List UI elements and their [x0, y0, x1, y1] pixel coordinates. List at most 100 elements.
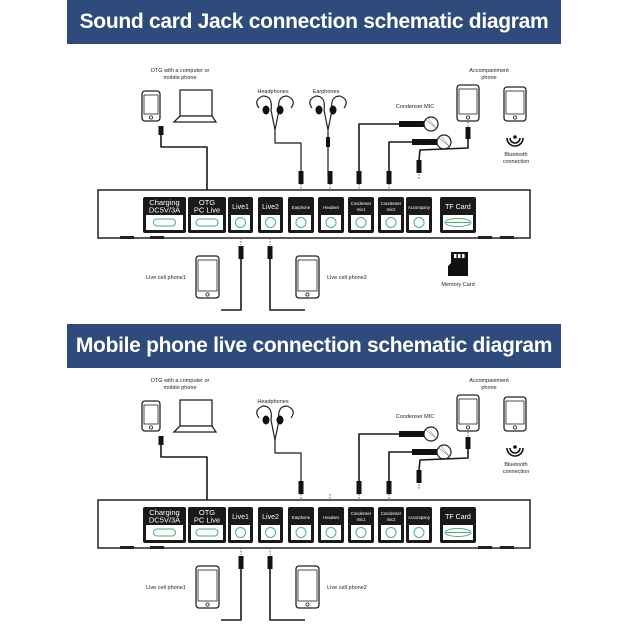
port-tf-card[interactable]: TF Card	[440, 507, 476, 543]
otg-label: mobile phone	[163, 75, 196, 81]
port-accompany[interactable]: Accompany	[406, 197, 432, 233]
phone-button	[148, 425, 153, 430]
jack-socket-icon	[265, 217, 276, 228]
port-socket-area	[381, 215, 401, 230]
live-phone1-icon	[195, 255, 220, 299]
port-label: Earphone	[292, 205, 311, 210]
phone-button	[513, 425, 518, 430]
earbud-left	[262, 105, 270, 115]
foot	[478, 546, 492, 549]
port-socket-area	[351, 215, 371, 230]
accompaniment-phone-icon	[456, 394, 480, 432]
headphones-icon	[256, 95, 294, 134]
live-phone2-label: Live cell phone2	[327, 275, 367, 281]
phone-screen	[297, 569, 318, 602]
phone-button	[205, 602, 210, 607]
accompaniment-label: phone	[481, 75, 496, 81]
accompaniment-label: Accompaniment	[469, 378, 509, 384]
port-earphone[interactable]: Earphone	[288, 197, 314, 233]
phone-button	[305, 602, 310, 607]
port-headset[interactable]: Headset	[318, 197, 344, 233]
port-live1[interactable]: Live1	[228, 197, 253, 233]
port-label: Charging	[149, 198, 179, 207]
otg-cable	[160, 445, 208, 500]
jack-plug	[356, 481, 362, 494]
live-phone1-label: Live cell phone1	[146, 275, 186, 281]
jack-plug	[465, 127, 471, 139]
jack-socket-icon	[413, 527, 425, 538]
port-socket-area	[291, 215, 311, 230]
foot	[150, 236, 164, 239]
jack-socket-icon	[355, 217, 367, 228]
inline-remote-icon	[326, 137, 330, 147]
phone-screen	[197, 569, 218, 602]
port-label: Condenser	[351, 511, 372, 516]
port-socket-area	[261, 215, 280, 230]
bluetooth-wave-icon	[506, 135, 524, 147]
phone-screen	[143, 94, 159, 115]
laptop-screen	[179, 89, 213, 117]
earbud-right	[276, 415, 284, 425]
laptop-base	[172, 425, 218, 433]
jack-plug	[298, 481, 304, 494]
wave-dot	[513, 135, 517, 139]
port-label: Live2	[262, 204, 279, 211]
jack-plug	[238, 556, 244, 569]
wave-arcs	[506, 137, 524, 147]
bluetooth-phone-icon	[503, 86, 527, 122]
phone-button	[148, 115, 153, 120]
condenser-mic-label: Condenser MIC	[396, 104, 435, 110]
live2-cable	[269, 569, 305, 621]
port-accompany[interactable]: Accompany	[406, 507, 432, 543]
accompaniment-cable	[418, 449, 469, 471]
bluetooth-label: Bluetooth	[504, 462, 527, 468]
port-label: Condenser	[381, 201, 402, 206]
laptop-base	[172, 115, 218, 123]
bluetooth-label: Bluetooth	[504, 152, 527, 158]
mic-handle	[412, 139, 438, 145]
port-socket-area	[351, 525, 371, 540]
otg-phone-icon	[141, 90, 161, 122]
earbud-cable-right	[327, 95, 347, 131]
otg-label: OTG with a computer or	[151, 68, 210, 74]
port-tf-card[interactable]: TF Card	[440, 197, 476, 233]
port-earphone[interactable]: Earphone	[288, 507, 314, 543]
earbud-cable-left	[256, 95, 276, 134]
port-live2[interactable]: Live2	[258, 197, 283, 233]
live2-cable	[269, 259, 305, 311]
jack-plug	[267, 556, 273, 569]
mic1-cable	[358, 123, 399, 175]
port-label: Accompany	[408, 205, 431, 210]
port-live2[interactable]: Live2	[258, 507, 283, 543]
port-label: TF Card	[445, 514, 471, 521]
port-label: OTG	[199, 508, 215, 517]
port-socket-area	[146, 525, 183, 540]
mic-handle	[399, 121, 425, 127]
jack-socket-icon	[325, 217, 337, 228]
foot	[150, 546, 164, 549]
tf-slot-icon	[444, 528, 472, 537]
port-label: DC5V/3A	[149, 516, 180, 525]
headphones-icon	[256, 405, 294, 444]
port-socket-area	[409, 525, 429, 540]
phone-screen	[297, 259, 318, 292]
headphones-label: Headphones	[257, 399, 288, 405]
mic2-cable	[388, 451, 412, 485]
phone-button	[205, 292, 210, 297]
mic-handle	[412, 449, 438, 455]
condenser-mic2-icon	[412, 444, 452, 460]
condenser-mic1-icon	[399, 116, 439, 132]
accompaniment-phone-icon	[456, 84, 480, 122]
jack-plug	[386, 481, 392, 494]
port-headset[interactable]: Headset	[318, 507, 344, 543]
port-live1[interactable]: Live1	[228, 507, 253, 543]
